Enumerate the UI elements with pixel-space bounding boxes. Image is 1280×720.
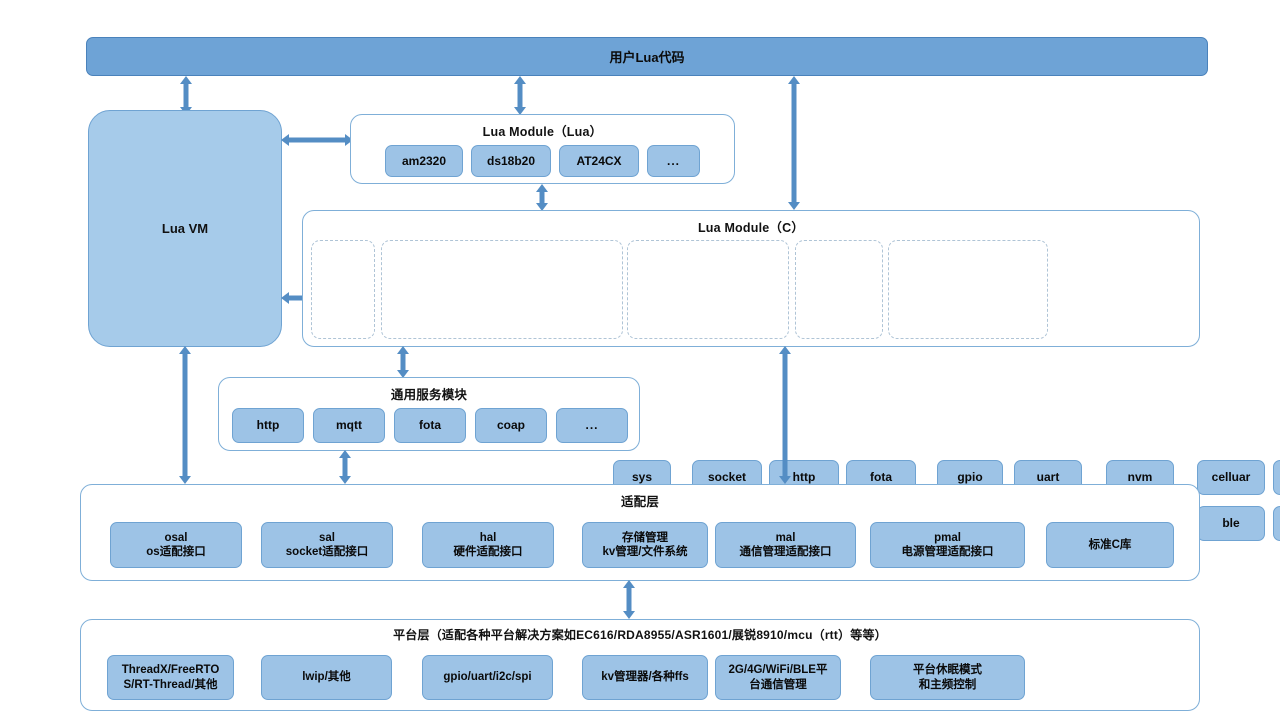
platform-module-kv[interactable]: kv管理器/各种ffs bbox=[582, 655, 708, 700]
adaptation-sal-line2: socket适配接口 bbox=[285, 546, 369, 558]
module-ble[interactable]: ble bbox=[1197, 506, 1265, 541]
adaptation-mal-line2: 通信管理适配接口 bbox=[739, 546, 832, 558]
module-group-network bbox=[381, 240, 623, 339]
platform-module-comms[interactable]: 2G/4G/WiFi/BLE平 台通信管理 bbox=[715, 655, 841, 700]
arrow-lua-module-c-to-adaptation-layer bbox=[775, 346, 795, 484]
adaptation-hal-line2: 硬件适配接口 bbox=[453, 546, 523, 558]
adaptation-sal-line1: sal bbox=[319, 531, 335, 544]
service-mqtt[interactable]: mqtt bbox=[313, 408, 385, 443]
platform-kv-line1: kv管理器/各种ffs bbox=[601, 671, 689, 684]
platform-comms-line2: 台通信管理 bbox=[749, 678, 807, 691]
module-group-wireless bbox=[888, 240, 1048, 339]
arrow-luavm-to-lua-module-lua bbox=[281, 130, 353, 150]
adaptation-layer-title: 适配层 bbox=[620, 495, 660, 509]
lua-module-lua-title: Lua Module（Lua） bbox=[482, 125, 603, 139]
service-more[interactable]: ... bbox=[556, 408, 628, 443]
platform-power-line2: 和主频控制 bbox=[918, 678, 977, 691]
adaptation-osal-line1: osal bbox=[164, 531, 188, 544]
arrow-luavm-to-adaptation-layer bbox=[175, 346, 195, 484]
lua-vm-label: Lua VM bbox=[161, 221, 209, 236]
lua-module-lua-panel: Lua Module（Lua） am2320 ds18b20 AT24CX ..… bbox=[350, 114, 735, 184]
user-lua-code-label: 用户Lua代码 bbox=[609, 50, 685, 65]
module-wireless-more[interactable]: ... bbox=[1273, 506, 1280, 541]
adaptation-storage-line1: 存储管理 bbox=[622, 531, 668, 544]
module-celluar[interactable]: celluar bbox=[1197, 460, 1265, 495]
platform-module-peripherals[interactable]: gpio/uart/i2c/spi bbox=[422, 655, 553, 700]
adaptation-pmal-line2: 电源管理适配接口 bbox=[901, 546, 994, 558]
adaptation-module-pmal[interactable]: pmal 电源管理适配接口 bbox=[870, 522, 1025, 568]
service-coap[interactable]: coap bbox=[475, 408, 547, 443]
arrow-adaptation-to-platform-layer bbox=[619, 580, 639, 619]
module-group-core bbox=[311, 240, 375, 339]
service-http[interactable]: http bbox=[232, 408, 304, 443]
adaptation-osal-line2: os适配接口 bbox=[146, 546, 206, 558]
module-lua-more[interactable]: ... bbox=[647, 145, 700, 177]
arrow-lua-module-lua-to-c bbox=[532, 184, 552, 211]
platform-rtos-line1: ThreadX/FreeRTO bbox=[121, 664, 220, 677]
platform-lwip-line1: lwip/其他 bbox=[302, 671, 351, 684]
platform-layer-panel: 平台层（适配各种平台解决方案如EC616/RDA8955/ASR1601/展锐8… bbox=[80, 619, 1200, 711]
adaptation-module-osal[interactable]: osal os适配接口 bbox=[110, 522, 242, 568]
platform-module-power[interactable]: 平台休眠模式 和主频控制 bbox=[870, 655, 1025, 700]
arrow-common-service-to-adaptation-layer bbox=[335, 450, 355, 484]
platform-module-rtos[interactable]: ThreadX/FreeRTO S/RT-Thread/其他 bbox=[107, 655, 234, 700]
platform-comms-line1: 2G/4G/WiFi/BLE平 bbox=[728, 664, 828, 677]
module-wifi[interactable]: wifi bbox=[1273, 460, 1280, 495]
service-fota[interactable]: fota bbox=[394, 408, 466, 443]
arrow-usercode-to-lua-module-lua bbox=[510, 76, 530, 115]
adaptation-module-hal[interactable]: hal 硬件适配接口 bbox=[422, 522, 554, 568]
adaptation-mal-line1: mal bbox=[775, 531, 796, 544]
adaptation-libc-line1: 标准C库 bbox=[1088, 538, 1132, 551]
adaptation-module-storage[interactable]: 存储管理 kv管理/文件系统 bbox=[582, 522, 708, 568]
adaptation-module-mal[interactable]: mal 通信管理适配接口 bbox=[715, 522, 856, 568]
lua-module-c-title: Lua Module（C） bbox=[697, 221, 805, 235]
module-am2320[interactable]: am2320 bbox=[385, 145, 463, 177]
adaptation-module-sal[interactable]: sal socket适配接口 bbox=[261, 522, 393, 568]
module-ds18b20[interactable]: ds18b20 bbox=[471, 145, 551, 177]
adaptation-module-libc[interactable]: 标准C库 bbox=[1046, 522, 1174, 568]
platform-power-line1: 平台休眠模式 bbox=[913, 664, 982, 677]
user-lua-code-bar: 用户Lua代码 bbox=[86, 37, 1208, 76]
module-group-storage bbox=[795, 240, 883, 339]
common-service-panel: 通用服务模块 http mqtt fota coap ... bbox=[218, 377, 640, 451]
adaptation-layer-panel: 适配层 osal os适配接口 sal socket适配接口 hal 硬件适配接… bbox=[80, 484, 1200, 581]
common-service-title: 通用服务模块 bbox=[390, 388, 468, 402]
arrow-lua-module-c-to-common-service bbox=[393, 346, 413, 378]
platform-rtos-line2: S/RT-Thread/其他 bbox=[123, 678, 218, 691]
platform-module-lwip[interactable]: lwip/其他 bbox=[261, 655, 392, 700]
lua-module-c-panel: Lua Module（C） sys timer socket http fota… bbox=[302, 210, 1280, 541]
adaptation-hal-line1: hal bbox=[479, 531, 497, 544]
lua-vm-box: Lua VM bbox=[88, 110, 282, 347]
module-group-peripheral bbox=[627, 240, 789, 339]
platform-peripherals-line1: gpio/uart/i2c/spi bbox=[443, 671, 532, 684]
module-at24cx[interactable]: AT24CX bbox=[559, 145, 639, 177]
platform-layer-title: 平台层（适配各种平台解决方案如EC616/RDA8955/ASR1601/展锐8… bbox=[393, 628, 887, 642]
adaptation-pmal-line1: pmal bbox=[934, 531, 961, 544]
adaptation-storage-line2: kv管理/文件系统 bbox=[602, 546, 688, 558]
arrow-usercode-to-lua-module-c bbox=[784, 76, 804, 210]
